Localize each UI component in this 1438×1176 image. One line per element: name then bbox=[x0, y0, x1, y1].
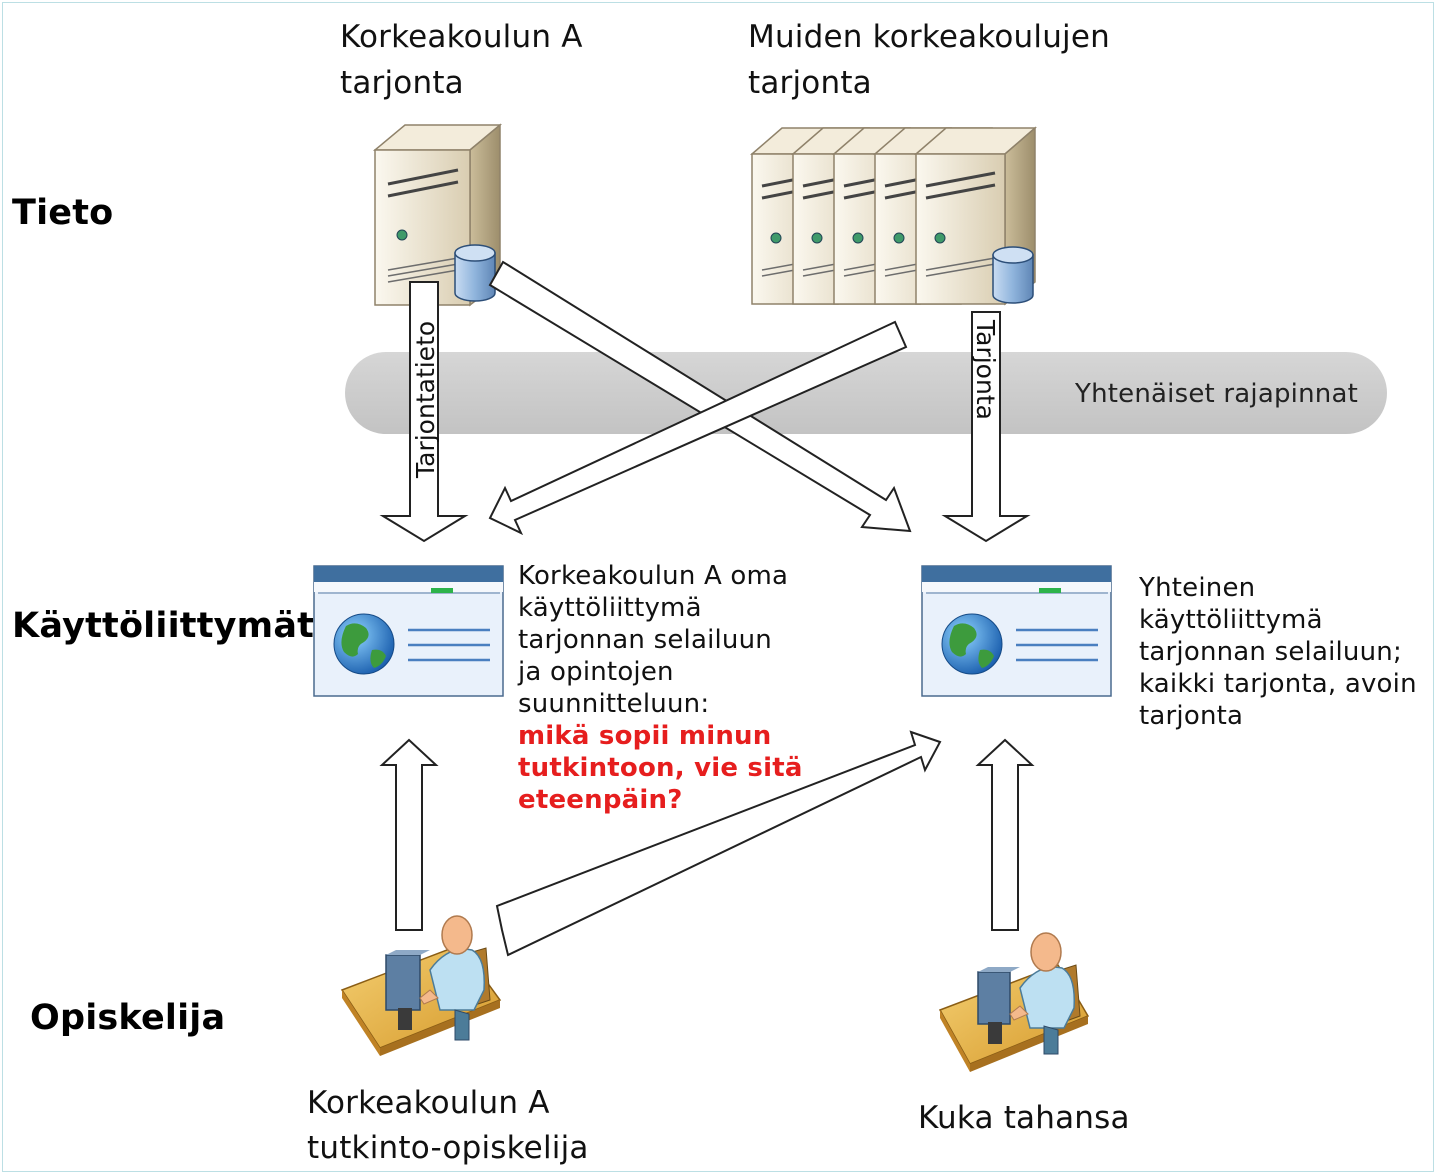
ui-common-description: Yhteinen käyttöliittymä tarjonnan selail… bbox=[1139, 572, 1417, 732]
database-others-icon bbox=[992, 246, 1034, 304]
level-label-tieto: Tieto bbox=[12, 193, 114, 233]
ui-a-desc-line: Korkeakoulun A oma bbox=[518, 561, 789, 591]
arrow-tarjonta bbox=[941, 311, 1031, 543]
arrow-label-tarjontatieto: Tarjontatieto bbox=[411, 320, 440, 478]
ui-a-question-line: tutkintoon, vie sitä bbox=[518, 753, 803, 783]
interface-band-label: Yhtenäiset rajapinnat bbox=[1075, 379, 1358, 409]
user-a-label-line2: tutkinto-opiskelija bbox=[307, 1130, 589, 1166]
ui-a-desc-line: käyttöliittymä bbox=[518, 593, 702, 623]
ui-common-desc-line: kaikki tarjonta, avoin bbox=[1139, 669, 1417, 699]
ui-a-desc-line: tarjonnan selailuun bbox=[518, 625, 772, 655]
arrow-a-to-common-ui bbox=[488, 260, 912, 533]
ui-a-question-line: mikä sopii minun bbox=[518, 721, 772, 751]
server-a-title-line2: tarjonta bbox=[340, 65, 464, 101]
server-stack-icon bbox=[749, 126, 1038, 306]
arrow-label-tarjonta: Tarjonta bbox=[971, 320, 1000, 420]
server-others-title-line1: Muiden korkeakoulujen bbox=[748, 19, 1110, 55]
database-a-icon bbox=[454, 244, 496, 302]
arrow-student-to-common-ui bbox=[495, 730, 942, 957]
user-anyone-label: Kuka tahansa bbox=[918, 1100, 1130, 1136]
user-a-label-line1: Korkeakoulun A bbox=[307, 1085, 550, 1121]
browser-window-common-icon bbox=[921, 565, 1112, 697]
ui-common-desc-line: käyttöliittymä bbox=[1139, 605, 1323, 635]
student-desk-icon bbox=[340, 915, 502, 1056]
level-label-opiskelija: Opiskelija bbox=[30, 998, 226, 1038]
server-a-title-line1: Korkeakoulun A bbox=[340, 19, 583, 55]
ui-a-desc-line: suunnitteluun: bbox=[518, 689, 710, 719]
server-others-title-line2: tarjonta bbox=[748, 65, 872, 101]
ui-a-question-line: eteenpäin? bbox=[518, 785, 683, 815]
arrow-student-up bbox=[379, 738, 439, 931]
browser-window-a-icon bbox=[313, 565, 504, 697]
anyone-desk-icon bbox=[938, 932, 1090, 1072]
ui-common-desc-line: tarjonta bbox=[1139, 701, 1244, 731]
interface-band bbox=[345, 352, 1387, 434]
arrow-others-to-ui-a bbox=[488, 320, 908, 536]
ui-common-desc-line: tarjonnan selailuun; bbox=[1139, 637, 1402, 667]
level-label-kayttoliittymat: Käyttöliittymät bbox=[12, 606, 315, 646]
arrow-tarjontatieto bbox=[379, 281, 469, 543]
ui-common-desc-line: Yhteinen bbox=[1139, 573, 1256, 603]
ui-a-description: Korkeakoulun A oma käyttöliittymä tarjon… bbox=[518, 560, 803, 816]
ui-a-desc-line: ja opintojen bbox=[518, 657, 674, 687]
arrow-anyone-up bbox=[975, 738, 1035, 931]
